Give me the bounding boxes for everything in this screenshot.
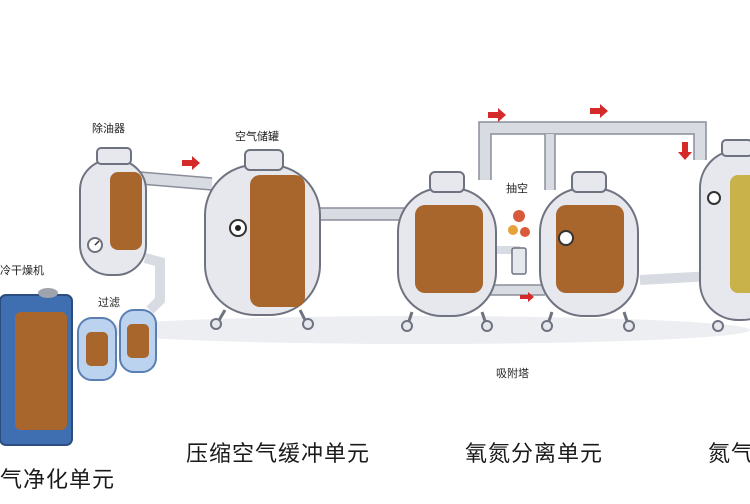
flow-arrow-icon — [590, 104, 608, 118]
oil-remover-vessel — [79, 147, 147, 276]
flow-arrow-icon — [488, 108, 506, 122]
flow-arrow-icon — [182, 156, 200, 170]
oil-remover-label: 除油器 — [92, 122, 125, 135]
ground-shadow — [90, 316, 750, 344]
vacuum-label: 抽空 — [506, 182, 528, 195]
nitrogen-storage-tank — [699, 139, 750, 332]
filter-1 — [77, 317, 117, 381]
pipe-oil-to-tank — [139, 172, 213, 190]
pipe-oil-to-dryer — [143, 253, 165, 314]
adsorption-tower-2 — [539, 171, 639, 332]
compressed-air-buffer-caption: 压缩空气缓冲单元 — [186, 442, 371, 467]
purification-unit-caption: 气净化单元 — [0, 468, 116, 493]
dryer-label: 冷干燥机 — [0, 264, 44, 277]
flow-arrow-icon — [520, 292, 534, 302]
flow-arrow-icon — [678, 142, 692, 160]
adsorption-tower-1 — [397, 171, 497, 332]
air-tank-label: 空气储罐 — [235, 130, 279, 143]
pipe-network — [139, 121, 713, 314]
flow-arrows — [182, 104, 692, 302]
refrigerated-dryer — [0, 288, 73, 446]
vacuum-outlet — [508, 210, 530, 275]
filter-label: 过滤 — [98, 296, 120, 309]
separation-unit-caption: 氧氮分离单元 — [465, 442, 604, 467]
air-storage-tank — [204, 149, 321, 330]
adsorption-tower-label: 吸附塔 — [496, 367, 529, 380]
filter-2 — [119, 309, 157, 373]
pipe-top-header — [479, 122, 706, 180]
nitrogen-unit-caption: 氮气 — [708, 442, 750, 467]
